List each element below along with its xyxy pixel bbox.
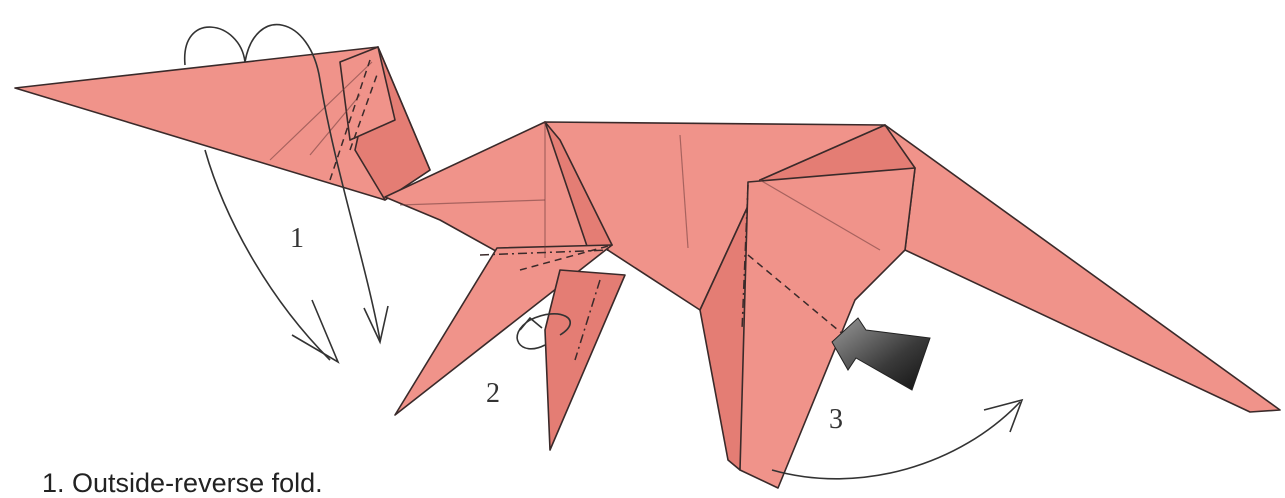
origami-model — [15, 47, 1280, 488]
instruction-step-1: 1. Outside-reverse fold. — [42, 470, 323, 497]
front-leg-inner — [545, 270, 625, 450]
hind-leg-front — [740, 168, 915, 488]
return-arrowhead-icon — [292, 300, 338, 362]
step-number-3: 3 — [829, 404, 843, 435]
push-arrow-icon — [832, 318, 930, 390]
return-fold-arrow-icon — [205, 150, 330, 360]
step-number-2: 2 — [486, 378, 500, 409]
step-number-1: 1 — [290, 223, 304, 254]
